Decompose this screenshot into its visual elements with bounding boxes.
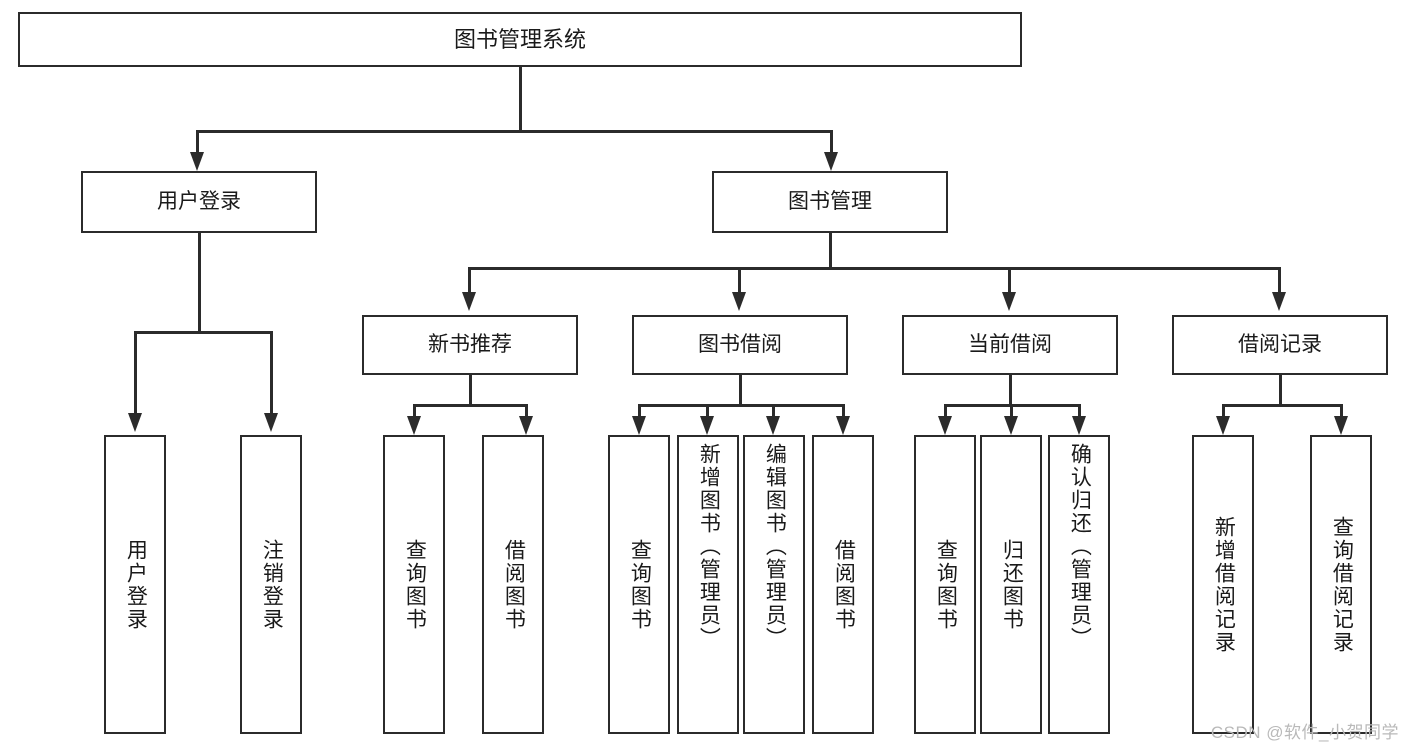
connector-book-mgmt-drop-2 [738,267,741,294]
arrow-to-confirm-return [1072,416,1086,435]
leaf-query-borrow-record[interactable]: 查询借阅记录 [1310,435,1372,734]
connector-borrow-record-stem [1279,375,1282,406]
arrow-to-book-borrow [732,292,746,311]
connector-user-login-bus [134,331,272,334]
node-label: 注销登录 [260,538,284,631]
leaf-confirm-return-admin[interactable]: 确认归还（管理员） [1048,435,1110,734]
leaf-query-book-current[interactable]: 查询图书 [914,435,976,734]
arrow-to-add-book [700,416,714,435]
connector-borrow-record-bus [1222,404,1342,407]
arrow-to-borrow-book-1 [519,416,533,435]
arrow-to-new-book-recommend [462,292,476,311]
leaf-return-book[interactable]: 归还图书 [980,435,1042,734]
node-label: 编辑图书（管理员） [763,443,787,650]
arrow-to-return-book [1004,416,1018,435]
node-label: 查询图书 [934,538,958,631]
connector-book-borrow-bus [638,404,844,407]
node-label: 新增借阅记录 [1212,515,1236,654]
node-label: 查询图书 [403,538,427,631]
connector-user-login-drop-1 [134,331,137,415]
node-user-login[interactable]: 用户登录 [81,171,317,233]
arrow-to-query-book-3 [938,416,952,435]
leaf-logout[interactable]: 注销登录 [240,435,302,734]
connector-book-mgmt-stem [829,233,832,269]
arrow-to-add-record [1216,416,1230,435]
node-label: 确认归还（管理员） [1068,443,1092,650]
connector-book-borrow-drop-2 [706,404,709,418]
connector-book-borrow-drop-4 [842,404,845,418]
connector-current-borrow-drop-3 [1078,404,1081,418]
connector-current-borrow-drop-2 [1010,404,1013,418]
connector-root-bus [196,130,833,133]
arrow-to-current-borrow [1002,292,1016,311]
node-label: 新书推荐 [428,332,512,356]
connector-book-mgmt-drop-4 [1278,267,1281,294]
node-label: 借阅记录 [1238,332,1322,356]
node-label: 当前借阅 [968,332,1052,356]
csdn-watermark: CSDN @软件_小贺同学 [1210,723,1399,742]
arrow-to-borrow-book-2 [836,416,850,435]
leaf-borrow-book[interactable]: 借阅图书 [812,435,874,734]
connector-book-mgmt-bus [468,267,1280,270]
connector-root-to-user-login [196,130,199,154]
node-book-borrow[interactable]: 图书借阅 [632,315,848,375]
node-label: 查询借阅记录 [1330,515,1354,654]
arrow-to-user-login [190,152,204,171]
arrow-to-leaf-user-login [128,413,142,432]
node-label: 图书管理 [788,189,872,213]
connector-book-mgmt-drop-3 [1008,267,1011,294]
node-label: 用户登录 [124,538,148,631]
connector-book-mgmt-drop-1 [468,267,471,294]
node-book-management[interactable]: 图书管理 [712,171,948,233]
connector-current-borrow-stem [1009,375,1012,406]
node-label: 图书借阅 [698,332,782,356]
leaf-add-book-admin[interactable]: 新增图书（管理员） [677,435,739,734]
node-label: 归还图书 [1000,538,1024,631]
leaf-query-book-borrow[interactable]: 查询图书 [608,435,670,734]
node-current-borrow[interactable]: 当前借阅 [902,315,1118,375]
leaf-edit-book-admin[interactable]: 编辑图书（管理员） [743,435,805,734]
leaf-user-login[interactable]: 用户登录 [104,435,166,734]
leaf-add-borrow-record[interactable]: 新增借阅记录 [1192,435,1254,734]
node-label: 借阅图书 [502,538,526,631]
arrow-to-query-record [1334,416,1348,435]
arrow-to-query-book-2 [632,416,646,435]
connector-root-to-book-mgmt [830,130,833,154]
connector-borrow-record-drop-2 [1340,404,1343,418]
node-new-book-recommend[interactable]: 新书推荐 [362,315,578,375]
connector-current-borrow-drop-1 [944,404,947,418]
node-label: 用户登录 [157,189,241,213]
connector-root-stem [519,67,522,131]
connector-user-login-stem [198,233,201,333]
node-label: 查询图书 [628,538,652,631]
arrow-to-query-book-1 [407,416,421,435]
leaf-borrow-book-recommend[interactable]: 借阅图书 [482,435,544,734]
arrow-to-book-mgmt [824,152,838,171]
node-root-system[interactable]: 图书管理系统 [18,12,1022,67]
connector-book-borrow-drop-3 [772,404,775,418]
connector-book-borrow-drop-1 [638,404,641,418]
connector-new-book-stem [469,375,472,406]
connector-borrow-record-drop-1 [1222,404,1225,418]
connector-user-login-drop-2 [270,331,273,415]
arrow-to-leaf-logout [264,413,278,432]
node-label: 借阅图书 [832,538,856,631]
connector-new-book-drop-1 [413,404,416,418]
arrow-to-borrow-record [1272,292,1286,311]
arrow-to-edit-book [766,416,780,435]
node-label: 图书管理系统 [453,26,586,52]
node-borrow-record[interactable]: 借阅记录 [1172,315,1388,375]
connector-new-book-bus [413,404,527,407]
node-label: 新增图书（管理员） [697,443,721,650]
connector-book-borrow-stem [739,375,742,406]
leaf-query-book-recommend[interactable]: 查询图书 [383,435,445,734]
connector-new-book-drop-2 [525,404,528,418]
